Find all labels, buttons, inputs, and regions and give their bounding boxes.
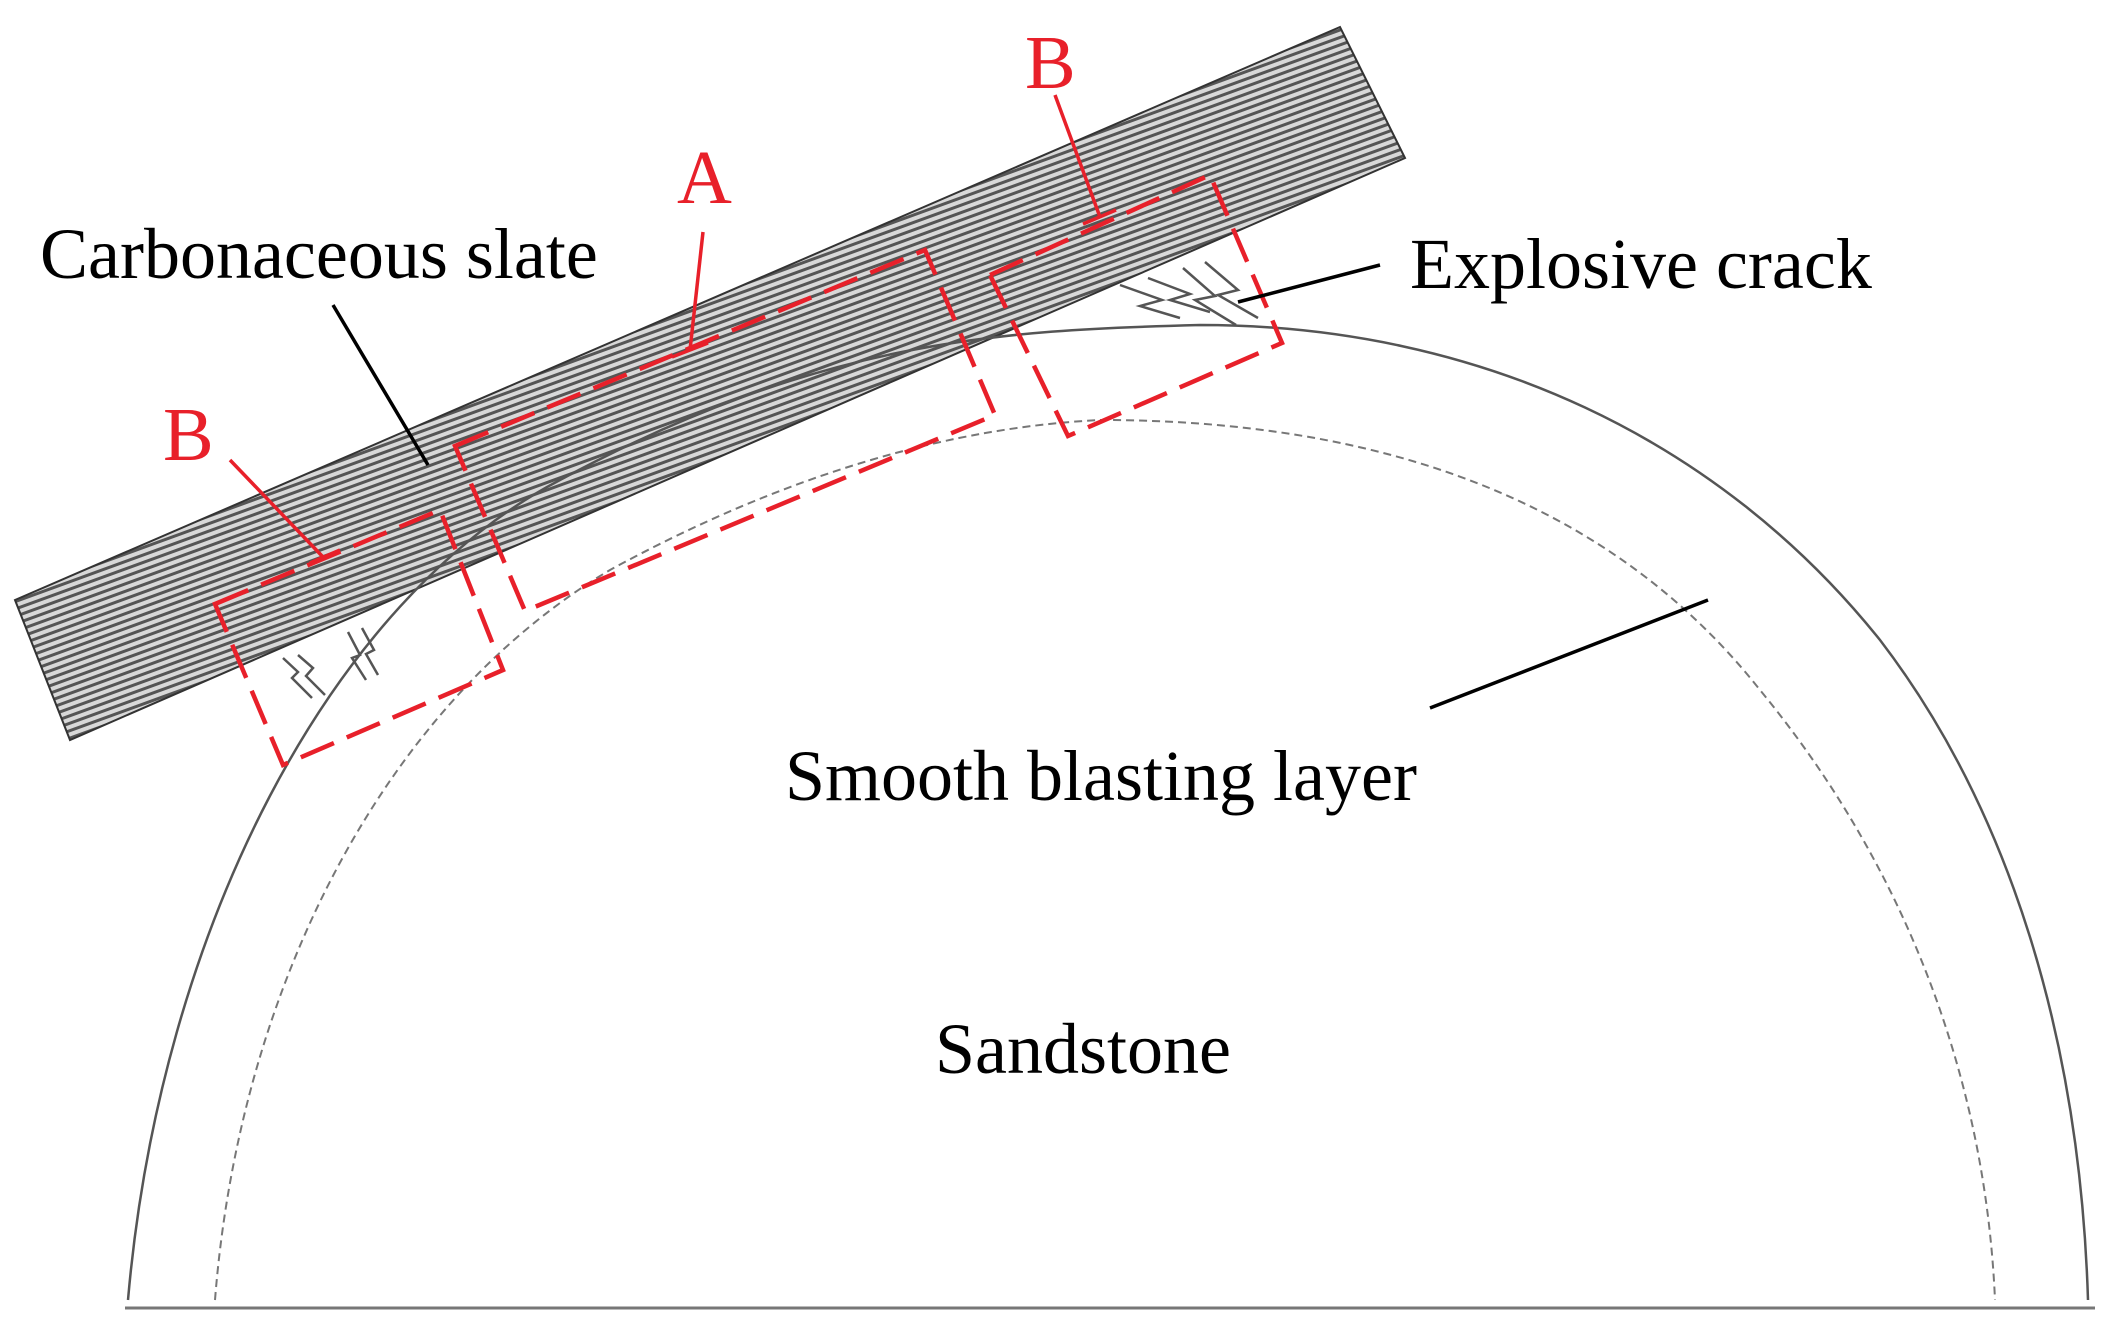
zone-b-right-leader-tick — [1082, 208, 1117, 226]
label-explosive-crack: Explosive crack — [1410, 224, 1872, 304]
label-sandstone: Sandstone — [935, 1009, 1231, 1089]
lightning-zigzag-icon — [346, 627, 380, 681]
zone-b-right-leader — [1053, 94, 1102, 218]
label-zone-b-left: B — [163, 393, 214, 477]
carbonaceous-slate-band — [13, 25, 1407, 742]
zone-b-left-outline — [212, 507, 506, 768]
smooth-layer-leader-line — [1429, 598, 1709, 710]
label-zone-b-right: B — [1025, 21, 1076, 105]
lightning-zigzag-icon — [282, 654, 326, 699]
lightning-zigzag-icon — [1119, 276, 1211, 320]
zone-a-leader — [688, 231, 705, 351]
crack-leader-line — [1237, 263, 1381, 304]
zone-a-leader-tick — [671, 341, 709, 359]
zone-b-left-leader-tick — [309, 548, 341, 565]
label-carbonaceous-slate: Carbonaceous slate — [40, 214, 598, 294]
lightning-zigzag-icon — [1182, 261, 1259, 327]
zone-b-left-leader — [228, 458, 325, 559]
slate-leader-line — [331, 304, 430, 466]
excavation-profile-arch — [126, 323, 2090, 1301]
label-smooth-blasting-layer: Smooth blasting layer — [785, 736, 1417, 816]
zone-a-outline — [452, 247, 998, 614]
zone-b-right-outline — [986, 172, 1285, 439]
label-zone-a: A — [677, 136, 732, 220]
